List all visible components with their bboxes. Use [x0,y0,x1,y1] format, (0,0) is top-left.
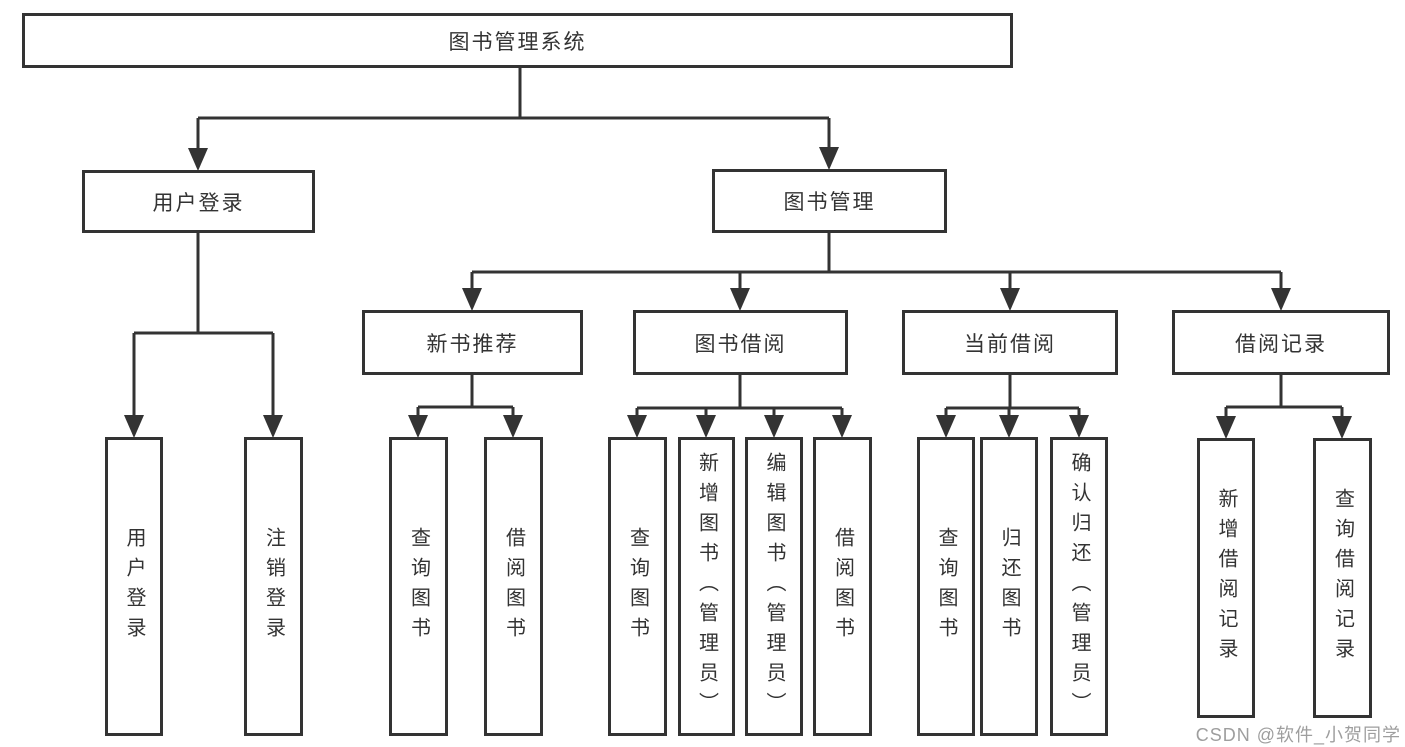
leaf-label: 查询图书 [407,526,430,647]
node-leaf-add-borrow-record: 新增借阅记录 [1197,438,1255,718]
node-leaf-user-login: 用户登录 [105,437,163,736]
leaf-label: 新增图书（管理员） [695,451,718,722]
node-leaf-borrow-book-borrowing: 借阅图书 [813,437,872,736]
node-book-management: 图书管理 [712,169,947,233]
node-leaf-borrow-book-recommend: 借阅图书 [484,437,543,736]
node-leaf-query-book-current: 查询图书 [917,437,975,736]
node-user-login: 用户登录 [82,170,315,233]
node-leaf-query-borrow-record: 查询借阅记录 [1313,438,1372,718]
node-leaf-add-book-admin: 新增图书（管理员） [678,437,735,736]
leaf-label: 借阅图书 [831,526,854,647]
node-leaf-logout: 注销登录 [244,437,303,736]
node-leaf-query-book-borrowing: 查询图书 [608,437,667,736]
node-leaf-return-book: 归还图书 [980,437,1038,736]
node-root: 图书管理系统 [22,13,1013,68]
leaf-label: 用户登录 [123,526,145,647]
node-book-borrowing: 图书借阅 [633,310,848,375]
csdn-watermark: CSDN @软件_小贺同学 [1195,725,1401,745]
leaf-label: 编辑图书（管理员） [763,451,785,722]
leaf-label: 查询图书 [626,526,649,647]
node-leaf-query-book-recommend: 查询图书 [389,437,448,736]
leaf-label: 注销登录 [262,526,285,647]
leaf-label: 确认归还（管理员） [1068,451,1090,722]
node-new-book-recommend: 新书推荐 [362,310,583,375]
leaf-label: 归还图书 [998,526,1020,647]
leaf-label: 查询图书 [935,526,957,647]
node-leaf-edit-book-admin: 编辑图书（管理员） [745,437,803,736]
node-leaf-confirm-return-admin: 确认归还（管理员） [1050,437,1108,736]
leaf-label: 借阅图书 [502,526,525,647]
leaf-label: 查询借阅记录 [1331,488,1354,668]
node-current-borrowing: 当前借阅 [902,310,1118,375]
leaf-label: 新增借阅记录 [1215,488,1237,668]
node-borrow-records: 借阅记录 [1172,310,1390,375]
